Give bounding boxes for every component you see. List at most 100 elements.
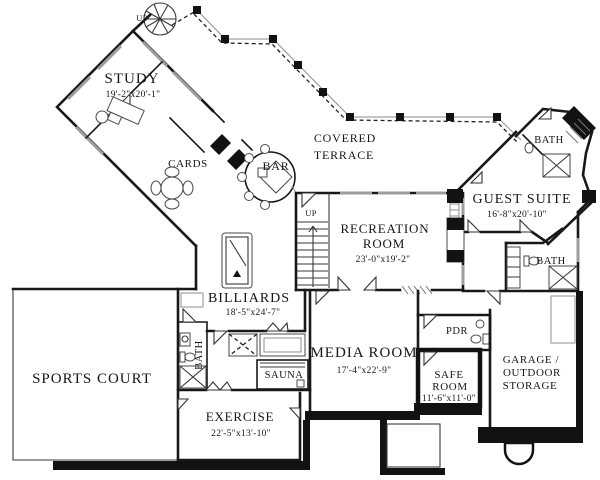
garage-door [485, 290, 501, 306]
bath-upper-label: BATH [534, 135, 563, 146]
exercise-label: EXERCISE [206, 409, 275, 424]
card-table [150, 166, 194, 210]
hall-door [213, 330, 229, 346]
guest-suite-dims: 16'-8"x20'-10" [487, 210, 547, 220]
guest-s-door-2 [519, 218, 534, 233]
pdr-door [423, 314, 439, 330]
study-desk [106, 96, 145, 126]
bar-label: BAR [262, 159, 289, 173]
garage-s-foundation [478, 427, 583, 443]
bar-sink [257, 167, 268, 178]
terrace-label-2: TERRACE [314, 148, 374, 162]
garage-walls [461, 289, 580, 432]
cards-label: CARDS [168, 158, 208, 170]
exercise-dims: 22'-5"x13'-10" [211, 429, 271, 439]
spiral-stair-treads [144, 3, 176, 34]
billiards-room: BILLIARDS 18'-5"x24'-7" [194, 232, 307, 333]
bath-upper-door [537, 106, 552, 120]
bath-upper-window-hatch [565, 118, 591, 144]
rec-label-2: ROOM [363, 236, 405, 251]
safe-dims: 11'-6"x11'-0" [422, 394, 476, 404]
bath-upper-e-wall [581, 130, 594, 194]
study-outer-wall [55, 29, 198, 248]
billiards-s-walls [205, 288, 307, 333]
bath-upper-toilet [524, 142, 534, 154]
terrace-label-1: COVERED [314, 131, 376, 145]
foundation-media-w [303, 420, 310, 470]
media-door [315, 290, 331, 306]
bar-stools [237, 144, 270, 210]
rec-corner-block [447, 189, 463, 203]
terrace-edge-dashed [193, 13, 519, 144]
bath-left-door [182, 307, 198, 323]
study-chair [95, 110, 109, 124]
study-label: STUDY [104, 71, 159, 87]
court-outer-walls [12, 289, 178, 461]
rec-fireplace [446, 217, 465, 263]
hall-closet [259, 333, 306, 357]
rec-french-door-right [362, 275, 377, 291]
bath-upper-shower [542, 153, 571, 178]
bath-right-toilet [523, 255, 540, 267]
guest-s-wall [460, 230, 550, 245]
hall-shelf [180, 292, 204, 308]
covered-terrace: COVERED TERRACE [171, 6, 522, 162]
guest-se-wall [546, 200, 594, 246]
bath-upper-corner-block [562, 106, 596, 140]
garage-e-foundation [576, 291, 583, 431]
guest-s-door-1 [467, 218, 482, 233]
cedar-closet [228, 333, 258, 357]
guest-wing: BATH GUEST SUITE 16'-8"x20'-10" [448, 106, 596, 246]
guest-entry-door [469, 170, 483, 184]
bath-right-label: BATH [536, 256, 565, 267]
patio-wall-w [380, 420, 387, 475]
spiral-stair-up-label: UP [136, 13, 147, 23]
chimney-block-1 [210, 134, 231, 155]
cards-window-sw [74, 125, 105, 156]
terrace-columns [193, 6, 501, 121]
study-wing: UP STUDY 19'-2"x20'-1" CARDS [55, 2, 254, 248]
bath-left-sink [179, 332, 191, 347]
bath-right-shower [548, 265, 578, 290]
billiards-dims: 18'-5"x24'-7" [226, 308, 281, 318]
stair-connector-wall [131, 13, 152, 33]
safe-foundation [414, 403, 482, 415]
pdr-label: PDR [446, 326, 468, 337]
terrace-entry-door [301, 192, 318, 209]
garage-label-3: STORAGE [503, 380, 558, 392]
safe-label-1: SAFE [434, 369, 463, 381]
pdr-fixtures [470, 319, 490, 345]
sports-court-label: SPORTS COURT [32, 371, 152, 387]
billiards-door-zigzag [264, 321, 289, 332]
exercise-room: EXERCISE 22'-5"x13'-10" [176, 381, 312, 462]
bath-left-strip: BATH SAUNA [176, 287, 309, 462]
bath-right-closet [506, 246, 521, 289]
garage: GARAGE / OUTDOOR STORAGE [461, 289, 583, 466]
main-stairs-up-label: UP [305, 208, 316, 218]
garage-label-2: OUTDOOR [503, 367, 561, 379]
foundation-sw [53, 461, 309, 470]
bath-right-n-wall [504, 227, 564, 245]
garage-arch-bay [503, 441, 535, 466]
bath-right: BATH [504, 199, 591, 292]
media-room: MEDIA ROOM 17'-4"x22'-9" [305, 289, 420, 420]
cards-corridor-wall [168, 116, 206, 154]
study-dims: 19'-2"x20'-1" [106, 90, 161, 100]
chimney-block-2 [227, 149, 248, 170]
entry-walls [211, 109, 254, 152]
billiards-label: BILLIARDS [208, 291, 290, 306]
main-stairs [297, 221, 328, 287]
exercise-left-door [177, 398, 190, 412]
media-foundation [305, 411, 420, 420]
safe-door [423, 351, 439, 367]
rec-label-1: RECREATION [341, 221, 430, 236]
bar-area: BAR [237, 144, 297, 210]
bath-left-label: BATH [194, 340, 205, 369]
media-dims: 17'-4"x22'-9" [337, 366, 392, 376]
patio-wall-s [380, 468, 445, 475]
media-label: MEDIA ROOM [310, 345, 417, 361]
rec-dims: 23'-0"x19'-2" [356, 255, 411, 265]
exercise-walls [176, 388, 312, 462]
recreation-room: UP RECREATION ROOM 23'-0"x19'-2" [294, 189, 465, 295]
bath-left-closet [179, 365, 207, 389]
